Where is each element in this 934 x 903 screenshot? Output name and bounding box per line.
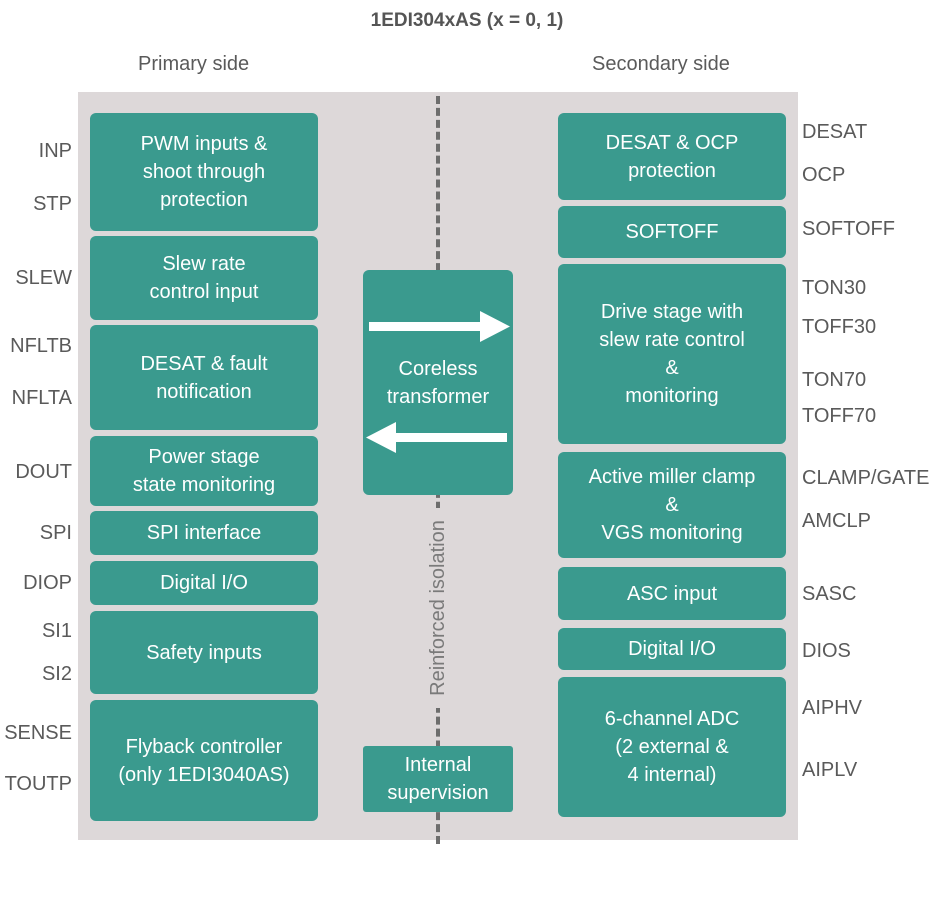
block-slew-rate-input: Slew rate control input — [90, 236, 318, 320]
block-power-stage-monitoring: Power stage state monitoring — [90, 436, 318, 506]
block-softoff: SOFTOFF — [558, 206, 786, 258]
primary-side-label: Primary side — [138, 53, 250, 75]
pin-amclp: AMCLP — [802, 510, 871, 532]
block-spi-interface: SPI interface — [90, 511, 318, 555]
block-pwm-inputs: PWM inputs & shoot through protection — [90, 113, 318, 231]
pin-clamp-gate: CLAMP/GATE — [802, 467, 930, 489]
pin-ocp: OCP — [802, 164, 846, 186]
pin-aiplv: AIPLV — [802, 759, 858, 781]
block-digital-io-secondary: Digital I/O — [558, 628, 786, 670]
block-digital-io-primary: Digital I/O — [90, 561, 318, 605]
block-desat-fault-notification: DESAT & fault notification — [90, 325, 318, 430]
block-desat-ocp-protection: DESAT & OCP protection — [558, 113, 786, 200]
pin-inp: INP — [38, 140, 72, 162]
pin-aiphv: AIPHV — [802, 697, 863, 719]
block-adc: 6-channel ADC (2 external & 4 internal) — [558, 677, 786, 817]
pin-nfltb: NFLTB — [10, 335, 72, 357]
secondary-side-label: Secondary side — [592, 53, 730, 75]
block-internal-supervision: Internal supervision — [363, 746, 513, 812]
pin-stp: STP — [33, 193, 72, 215]
pin-spi: SPI — [39, 522, 72, 544]
pin-toff70: TOFF70 — [802, 405, 877, 427]
pin-softoff: SOFTOFF — [802, 218, 895, 240]
arrow-left-icon — [366, 422, 507, 453]
pin-ton30: TON30 — [802, 277, 867, 299]
pin-dout: DOUT — [15, 461, 72, 483]
block-asc-input: ASC input — [558, 567, 786, 620]
block-coreless-transformer: Coreless transformer — [363, 270, 513, 495]
pin-toff30: TOFF30 — [802, 316, 877, 338]
pin-si1: SI1 — [41, 620, 72, 642]
pin-toutp: TOUTP — [4, 773, 72, 795]
pin-desat: DESAT — [802, 121, 868, 143]
pin-si2: SI2 — [41, 663, 72, 685]
block-flyback-controller: Flyback controller (only 1EDI3040AS) — [90, 700, 318, 821]
pin-ton70: TON70 — [802, 369, 867, 391]
pin-sasc: SASC — [802, 583, 857, 605]
diagram-title: 1EDI304xAS (x = 0, 1) — [370, 10, 564, 31]
block-active-miller-clamp: Active miller clamp & VGS monitoring — [558, 452, 786, 558]
arrow-right-icon — [369, 311, 510, 342]
block-drive-stage: Drive stage with slew rate control & mon… — [558, 264, 786, 444]
pin-slew: SLEW — [15, 267, 72, 289]
pin-diop: DIOP — [23, 572, 72, 594]
pin-dios: DIOS — [802, 640, 851, 662]
block-safety-inputs: Safety inputs — [90, 611, 318, 694]
pin-sense: SENSE — [4, 722, 72, 744]
pin-nflta: NFLTA — [11, 387, 72, 409]
